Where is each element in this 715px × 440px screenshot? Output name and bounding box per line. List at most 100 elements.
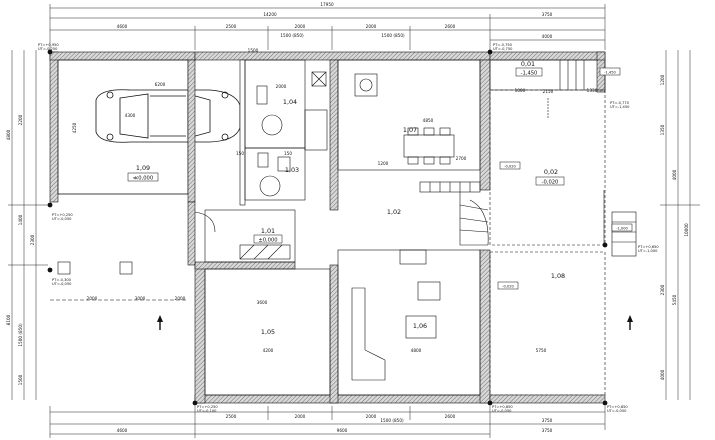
dim-right-block: 3750 <box>542 12 553 17</box>
dim-5750: 5750 <box>536 348 547 353</box>
main-outer-walls <box>187 51 491 404</box>
level-mid-left-1: PT=+0,250 <box>52 213 73 217</box>
room-area-garage: ≪0,000 <box>133 176 153 182</box>
room-number-terrace: 1,08 <box>551 272 565 280</box>
dim-1330: 1330 <box>587 88 598 93</box>
dim-top-right-sub: 4000 <box>542 34 553 39</box>
dim-overall-width: 17950 <box>320 2 334 7</box>
area-box-lower-2 <box>535 176 565 186</box>
dim-right-7: 4000 <box>660 369 665 380</box>
dim-left-1: 4800 <box>6 129 11 140</box>
section-arrows <box>157 315 633 330</box>
level-low-left-2: UT=-0,050 <box>52 282 72 286</box>
stairs <box>419 181 489 246</box>
room-number-bathroom: 1,04 <box>283 98 297 106</box>
level-top-mid-2: UT=-0,750 <box>493 47 513 51</box>
room-number-bedroom: 1,05 <box>261 328 275 336</box>
level-bot-left-1: PT=+0,250 <box>197 405 218 409</box>
dim-1200: 1200 <box>378 161 389 166</box>
level-markers <box>47 49 608 406</box>
level-bot-mid-2: UT=-0,050 <box>492 409 512 413</box>
dim-bot-right-a: 3750 <box>542 418 553 423</box>
room-number-dining: 1,07 <box>403 126 417 134</box>
top-dimension-lines <box>49 4 606 50</box>
side-dimension-lines <box>8 50 700 400</box>
dim-4850: 4850 <box>423 118 434 123</box>
dim-bot-window: 1500 (850) <box>380 418 404 423</box>
dim-2000-c: 2000 <box>175 296 186 301</box>
room-number-corridor: 1,02 <box>387 208 401 216</box>
room-area-hall: ±0,000 <box>258 238 277 244</box>
hall <box>204 209 296 263</box>
step-tag-4: -0,020 <box>502 285 514 289</box>
dim-3000: 3000 <box>135 296 146 301</box>
dim-2000-b: 2000 <box>87 296 98 301</box>
dim-1000: 1000 <box>515 88 526 93</box>
level-right-2: UT=-1,000 <box>638 249 658 253</box>
entrance-area <box>50 201 216 301</box>
dim-2700: 2700 <box>456 156 467 161</box>
dim-1500: 1500 <box>248 48 259 53</box>
dim-left-block: 14200 <box>263 12 277 17</box>
dim-bot-seg-2: 9600 <box>337 428 348 433</box>
bottom-dimension-lines <box>49 406 606 438</box>
level-bot-right-2: UT=-0,050 <box>607 409 627 413</box>
dim-left-3: 1400 <box>18 214 23 225</box>
area-box-hall <box>253 234 283 244</box>
dim-garage-width: 6200 <box>155 82 166 87</box>
room-number-lower-1: 0,01 <box>521 60 535 68</box>
room-number-lower-2: 0,02 <box>544 168 558 176</box>
step-tags <box>497 67 633 290</box>
dim-top-window-1: 1500 (850) <box>280 33 304 38</box>
level-bot-left-2: UT=-0,100 <box>197 409 217 413</box>
dim-right-3: 10000 <box>684 223 689 237</box>
dim-right-2: 1350 <box>660 124 665 135</box>
dim-150-b: 150 <box>236 151 244 156</box>
dim-bot-right-b: 3750 <box>542 428 553 433</box>
dim-top-window-2: 1500 (850) <box>381 33 405 38</box>
level-right-1: PT=+0,650 <box>638 245 659 249</box>
level-top-right-1: PT=-0,770 <box>610 101 630 105</box>
dim-top-seg-2: 2500 <box>226 24 237 29</box>
step-tag-3: -1,000 <box>616 227 628 231</box>
dim-top-seg-4: 2000 <box>366 24 377 29</box>
dim-garage-height: 4250 <box>72 122 77 133</box>
dim-left-2: 2200 <box>18 114 23 125</box>
dim-bot-seg-5: 2000 <box>366 414 377 419</box>
dim-150-a: 150 <box>284 151 292 156</box>
room-number-living: 1,06 <box>413 322 427 330</box>
dim-4200: 4200 <box>263 348 274 353</box>
terrace <box>489 251 606 404</box>
dim-right-5: 2300 <box>660 284 665 295</box>
area-box-garage <box>127 172 159 182</box>
room-number-wc: 1,03 <box>285 166 299 174</box>
dim-left-4: 2300 <box>30 234 35 245</box>
room-area-lower-1: -1,450 <box>521 71 538 77</box>
room-number-garage: 1,09 <box>136 164 150 172</box>
dining-kitchen <box>337 59 481 171</box>
level-low-left-1: PT=-0,300 <box>52 278 72 282</box>
room-area-lower-2: -0,020 <box>542 180 559 186</box>
level-bot-right-1: PT=+0,850 <box>607 405 628 409</box>
dim-2000: 2000 <box>276 84 287 89</box>
room-1-05 <box>204 268 331 396</box>
dim-left-5: 8100 <box>6 314 11 325</box>
level-mid-left-2: UT=-0,050 <box>52 217 72 221</box>
dim-left-7: 1500 <box>18 374 23 385</box>
living-room <box>337 249 481 396</box>
room-number-hall: 1,01 <box>261 227 275 235</box>
dim-car-length: 4300 <box>125 113 136 118</box>
dim-3600: 3600 <box>257 300 268 305</box>
dim-4800: 4800 <box>411 348 422 353</box>
step-tag-1: -1,450 <box>604 71 616 75</box>
dim-right-4: 4000 <box>672 169 677 180</box>
dim-bot-seg-6: 2600 <box>445 414 456 419</box>
dim-right-1: 1200 <box>660 74 665 85</box>
dim-right-6: 5450 <box>672 294 677 305</box>
level-top-left-1: PT=+0,950 <box>38 43 59 47</box>
dim-bot-seg-1: 4600 <box>117 428 128 433</box>
bathroom-fixtures <box>244 59 328 201</box>
area-box-lower-1 <box>515 67 543 77</box>
dim-top-seg-3: 2000 <box>295 24 306 29</box>
